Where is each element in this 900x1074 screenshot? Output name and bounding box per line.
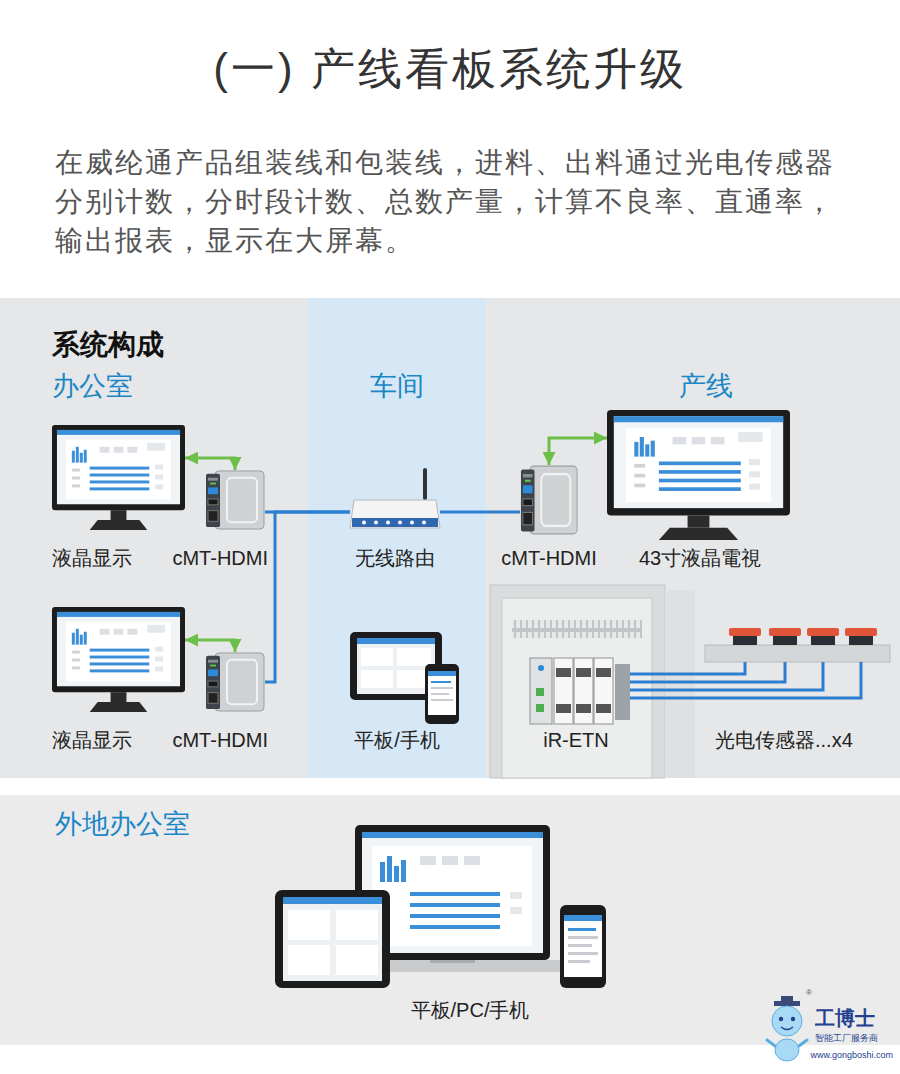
hdmi-link [185,458,235,470]
panel-ground [0,298,900,778]
lcd-monitor: 液晶显示 [52,425,185,530]
remote-office-panel: 平板/PC/手机 外地办公室 [0,795,900,1045]
watermark-brand: 工博士 [815,1006,875,1030]
lcd-monitor: 液晶显示 [52,607,185,712]
region-heading: 外地办公室 [55,808,190,840]
cmt-icon [521,466,577,534]
network-cable [265,512,350,682]
remote-ground [0,795,900,1045]
lcd-tv: 43寸液晶電視 [607,410,790,540]
ir-etn-module: iR-ETN [530,655,630,725]
registered-mark: ® [806,988,812,998]
device-label: 液晶显示 [52,728,132,752]
cmt-hdmi-box: cMT-HDMI [205,470,265,530]
device-label: cMT-HDMI [172,546,268,570]
tablet-phone-icon [350,632,459,724]
watermark-slogan: 智能工厂服务商 [815,1033,878,1044]
device-label: 液晶显示 [52,546,132,570]
tablet-phone: 平板/手机 [350,632,460,724]
remote-devices: 平板/PC/手机 [275,825,606,990]
network-cable [440,511,520,514]
watermark-url: www.gongboshi.com [810,1050,893,1061]
page-title: (一) 产线看板系统升级 [0,40,900,99]
workshop-band: 无线路由平板/手机 车间 [308,298,486,778]
mascot-icon [767,996,807,1061]
region-heading: 系统构成 [52,328,164,362]
device-label: cMT-HDMI [501,546,597,570]
device-label: 无线路由 [355,546,435,570]
wireless-router: 无线路由 [350,496,440,528]
cmt-hdmi-box: cMT-HDMI [520,465,578,535]
hdmi-link [185,640,235,652]
workshop-ground [308,298,486,778]
system-panel: 液晶显示 cMT-HDMI 液晶显示 cMT-HDMI 办公室无线路由平板/手机 车间 cM… [0,298,900,778]
device-label: iR-ETN [543,728,609,752]
sensor-rail [705,628,890,662]
office-region: 液晶显示 cMT-HDMI 液晶显示 cMT-HDMI 办公室 [0,298,308,778]
device-label: cMT-HDMI [172,728,268,752]
region-heading: 车间 [370,370,424,402]
device-label: 光电传感器...x4 [715,728,853,752]
tv-icon [607,410,790,540]
hdmi-link [549,438,607,465]
monitor-icon [52,607,185,712]
cmt-icon [206,471,264,529]
line-region: cMT-HDMI 43寸液晶電視 iR-ETN 光电传感器...x4 产线 [486,298,900,778]
region-heading: 办公室 [52,370,133,402]
monitor-icon [52,425,185,530]
sensor-wire [630,662,745,674]
cmt-hdmi-box: cMT-HDMI [205,652,265,712]
device-label: 平板/手机 [354,728,440,752]
device-label: 平板/PC/手机 [411,998,530,1022]
cmt-icon [206,653,264,711]
router-icon [350,468,440,528]
sensor-wires [630,662,861,698]
remote-devices-icon [275,825,606,988]
device-label: 43寸液晶電視 [639,546,761,570]
region-heading: 产线 [679,370,733,402]
photoelectric-sensors: 光电传感器...x4 [705,626,890,662]
intro-text: 在威纶通产品组装线和包装线，进料、出料通过光电传感器 分别计数，分时段计数、总数… [55,143,855,260]
